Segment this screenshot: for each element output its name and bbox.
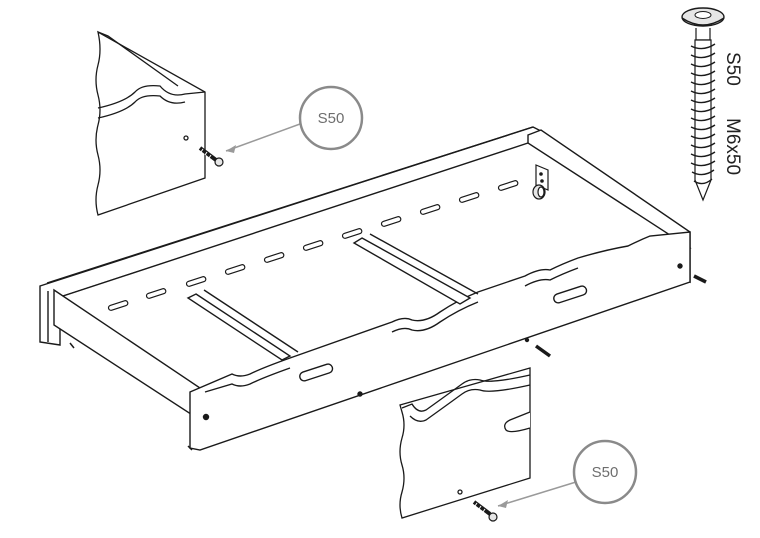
callout-label-top-left: S50 [318, 110, 345, 127]
back-panel-slots [107, 180, 519, 311]
screw-icon-bottom [472, 500, 498, 522]
screw-icon-right-end [693, 274, 707, 284]
screw-icon-top-left [198, 146, 224, 167]
callout-top-left: S50 [225, 85, 364, 153]
detail-panel-top-left [95, 30, 206, 216]
drawer-frame [39, 126, 692, 451]
detail-panel-bottom [399, 367, 531, 519]
callout-label-bottom-right: S50 [592, 464, 619, 481]
screw-size-label: M6x50 [722, 118, 743, 175]
corner-bracket [532, 164, 549, 200]
callout-bottom-right: S50 [497, 439, 638, 508]
screw-illustration [681, 7, 725, 202]
screw-icon-front-center [534, 344, 552, 358]
screw-code-label: S50 [722, 52, 743, 86]
frame-feet [69, 342, 193, 451]
